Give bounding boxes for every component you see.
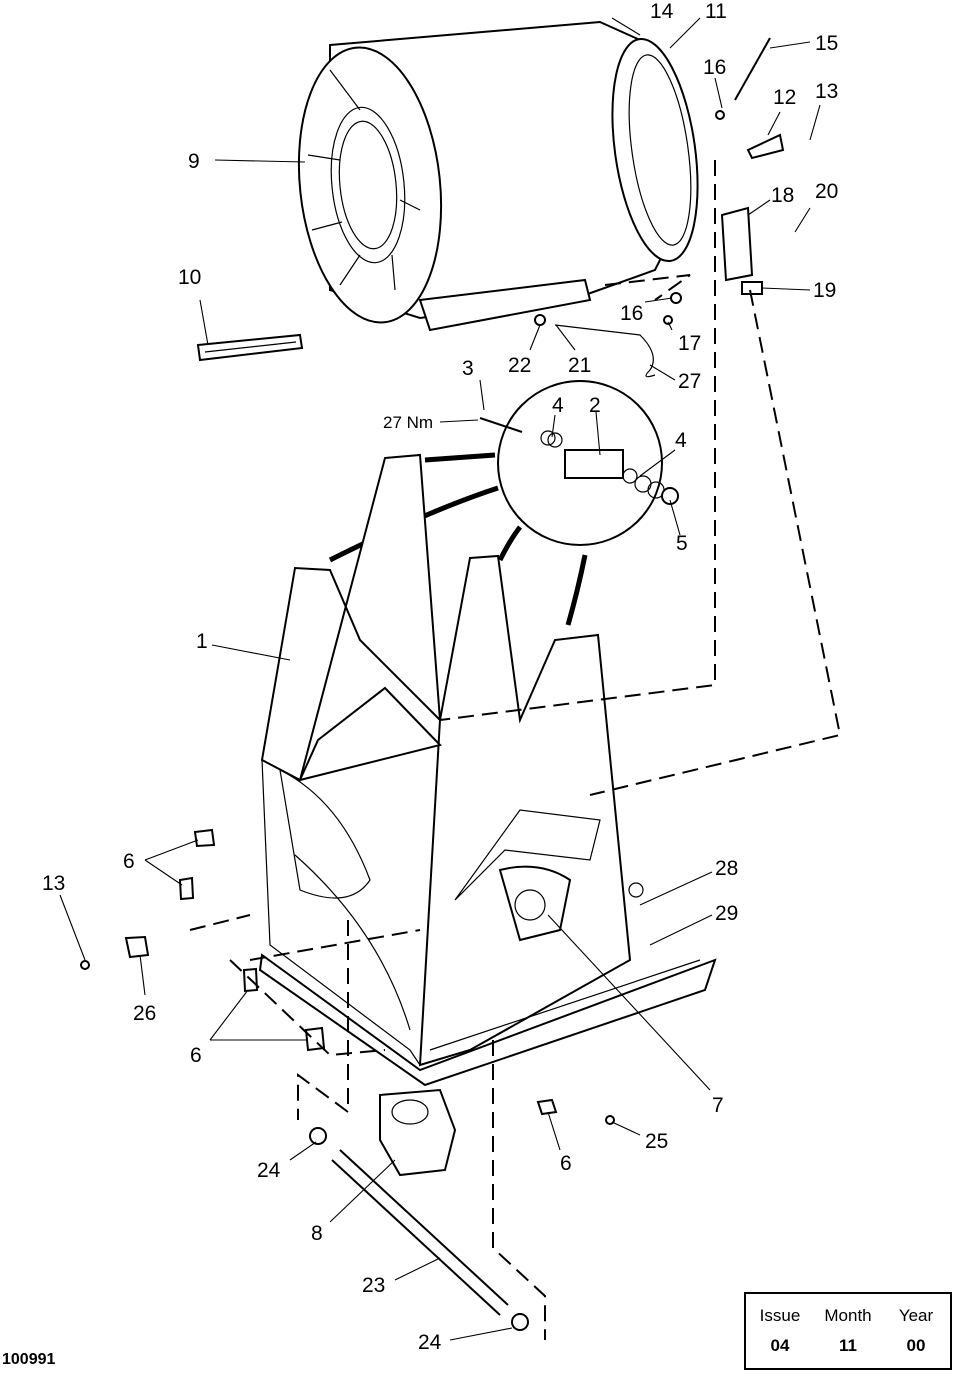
callout-17: 17 [678, 332, 701, 355]
callout-4-right: 4 [675, 429, 687, 452]
callout-1: 1 [196, 630, 208, 653]
callout-11: 11 [705, 0, 727, 23]
callout-5: 5 [676, 532, 688, 555]
callout-21: 21 [568, 354, 591, 377]
issue-box-header-row: Issue Month Year [746, 1306, 950, 1326]
issue-box-value-row: 04 11 00 [746, 1336, 950, 1356]
drawing-number: 100991 [2, 1351, 55, 1368]
callout-4-upper: 4 [552, 394, 564, 417]
callout-labels: 14 11 15 16 12 13 9 18 20 10 19 16 17 3 … [2, 0, 838, 1368]
callout-6-bottom: 6 [560, 1152, 572, 1175]
callout-2: 2 [589, 394, 601, 417]
frame [258, 453, 717, 1087]
callout-24-lower: 24 [418, 1331, 442, 1354]
year-value: 00 [906, 1336, 926, 1355]
callout-24-upper: 24 [257, 1159, 281, 1182]
callout-3: 3 [462, 357, 474, 380]
callout-16-mid: 16 [620, 302, 643, 325]
dashed-assembly-lines [189, 160, 842, 1340]
torque-label: 27 Nm [383, 413, 433, 432]
issue-value: 04 [770, 1336, 790, 1355]
callout-29: 29 [715, 902, 738, 925]
callout-18: 18 [771, 184, 794, 207]
callout-13-left: 13 [42, 872, 65, 895]
heater-element [196, 333, 304, 362]
callout-22: 22 [508, 354, 531, 377]
callout-13-top: 13 [815, 80, 838, 103]
callout-26: 26 [133, 1002, 156, 1025]
callout-7: 7 [712, 1094, 724, 1117]
callout-10: 10 [178, 266, 201, 289]
drum-assembly [297, 20, 699, 332]
callout-15: 15 [815, 32, 838, 55]
bearing-detail [479, 380, 679, 546]
callout-6-left: 6 [123, 850, 135, 873]
callout-12: 12 [773, 86, 796, 109]
rear-hardware [663, 37, 785, 325]
issue-revision-box: Issue Month Year 04 11 00 [744, 1292, 952, 1370]
callout-23: 23 [362, 1274, 385, 1297]
callout-6-lower: 6 [190, 1044, 202, 1067]
callout-14: 14 [650, 0, 674, 23]
month-value: 11 [839, 1336, 857, 1355]
month-header: Month [824, 1306, 872, 1325]
callout-28: 28 [715, 857, 738, 880]
pump-and-pipe [80, 960, 615, 1331]
callout-9: 9 [188, 150, 200, 173]
callout-25: 25 [645, 1130, 668, 1153]
year-header: Year [898, 1306, 934, 1325]
callout-20: 20 [815, 180, 838, 203]
callout-16-top: 16 [703, 56, 726, 79]
issue-header: Issue [759, 1306, 801, 1325]
leader-lines [59, 17, 821, 1341]
callout-27: 27 [678, 370, 701, 393]
callout-19: 19 [813, 279, 836, 302]
callout-8: 8 [311, 1222, 323, 1245]
